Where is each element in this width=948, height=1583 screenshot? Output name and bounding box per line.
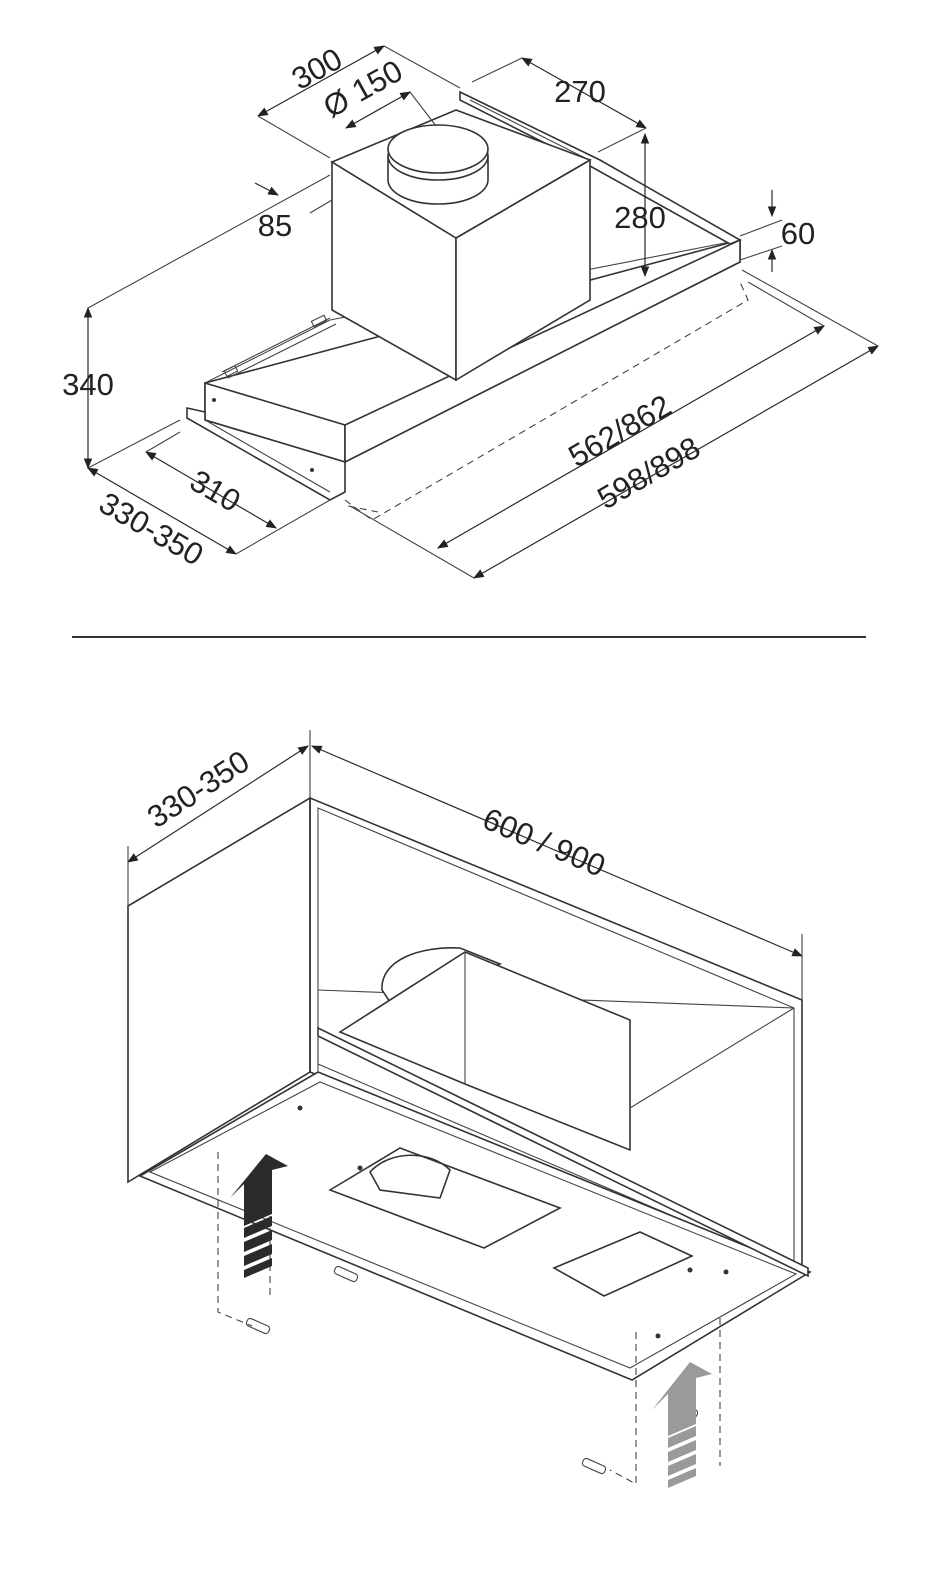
- label-270: 270: [554, 74, 606, 109]
- dim-height-front: 60: [739, 190, 815, 272]
- dim-depth-motor: 270: [471, 57, 647, 153]
- mount-guide-left: [217, 1152, 253, 1327]
- label-340: 340: [62, 367, 114, 402]
- dim-cabinet-width: 600 / 900: [311, 745, 803, 1000]
- cabinet-installation-drawing: 330-350 600 / 900: [127, 730, 812, 1488]
- cabinet-motor: [338, 947, 795, 1152]
- dim-height-motor: 280: [614, 132, 666, 278]
- duct-collar: [387, 124, 489, 205]
- mount-guide-right: [609, 1332, 637, 1485]
- label-60: 60: [781, 216, 815, 251]
- hood-dimension-drawing: 300 Ø 150 270 280 85: [62, 41, 879, 579]
- label-310: 310: [184, 463, 246, 519]
- dim-height-total: 340: [62, 174, 331, 470]
- dim-offset: 85: [254, 182, 333, 243]
- up-arrow-icon-light: [652, 1362, 712, 1488]
- label-330-350-bottom: 330-350: [141, 744, 255, 835]
- label-600-900: 600 / 900: [478, 801, 611, 884]
- label-280: 280: [614, 200, 666, 235]
- up-arrow-icon: [230, 1154, 288, 1278]
- label-85: 85: [258, 208, 292, 243]
- cabinet-hood-tray: [138, 1026, 812, 1381]
